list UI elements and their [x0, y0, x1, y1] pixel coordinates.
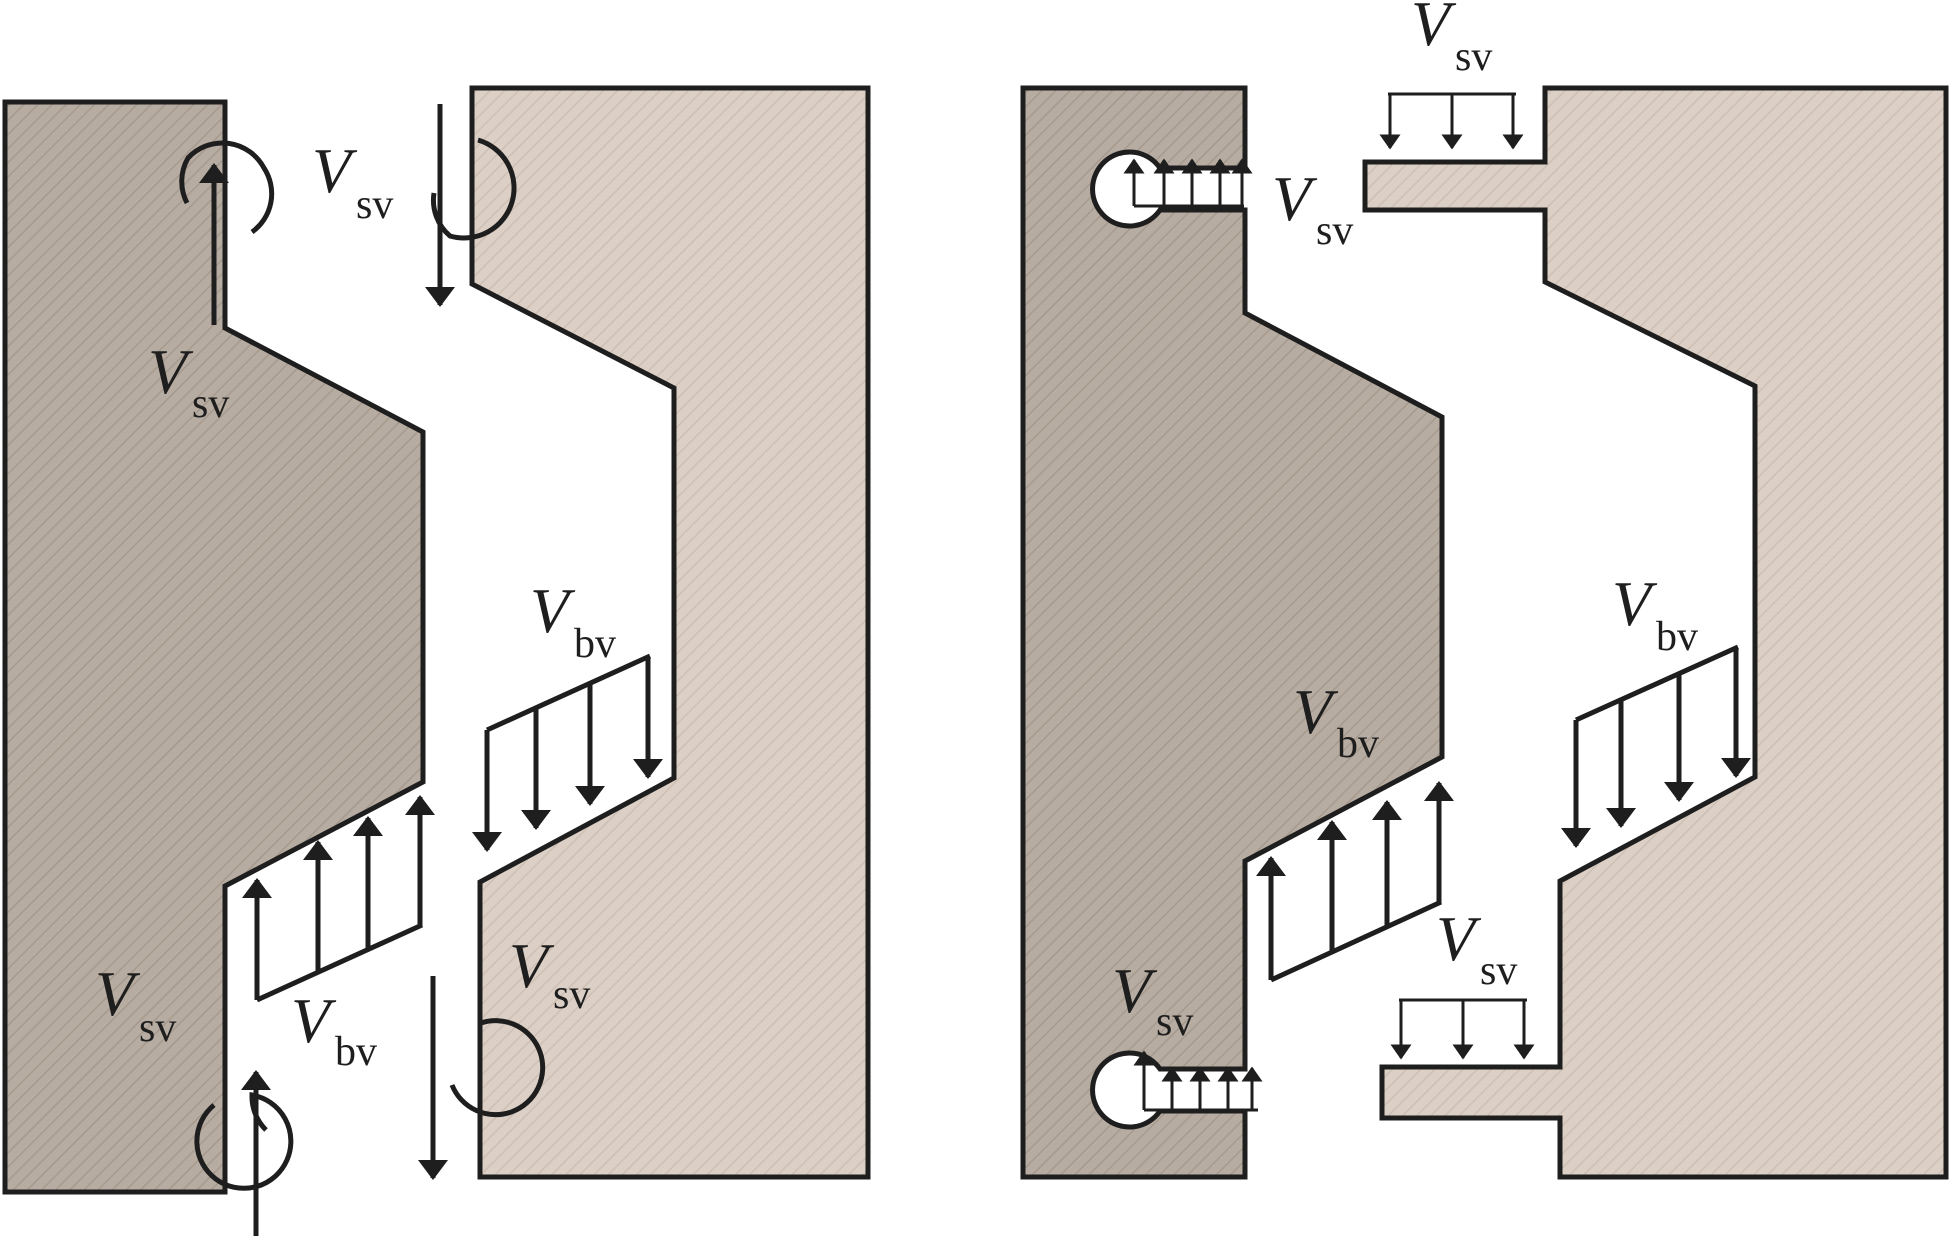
label-v-bv: V bv: [291, 985, 377, 1075]
left-stator-block: [469, 85, 871, 1180]
velocity-symbol: V: [1411, 0, 1457, 59]
label-v-sv: V sv: [509, 930, 590, 1018]
label-v-bv: V bv: [530, 575, 616, 667]
bv-arrow-group: [472, 653, 663, 853]
velocity-symbol: V: [1293, 676, 1339, 747]
velocity-subscript: sv: [1455, 34, 1492, 80]
right-stator-block: [1362, 85, 1949, 1180]
left-diagram: [2, 85, 871, 1236]
swirl-icon: [449, 1018, 546, 1118]
velocity-symbol: V: [95, 958, 141, 1029]
swirl-icon: [194, 1092, 294, 1191]
velocity-symbol: V: [509, 930, 555, 1001]
swirl-icon: [179, 140, 275, 235]
label-v-sv: V sv: [1272, 163, 1353, 254]
label-v-sv: V sv: [148, 336, 229, 427]
bv-arrow-group: [1561, 644, 1751, 849]
velocity-subscript: sv: [192, 381, 229, 427]
sv-arrow-group: [1123, 158, 1253, 208]
label-v-sv: V sv: [95, 958, 176, 1051]
velocity-subscript: sv: [139, 1005, 176, 1051]
right-rotor-block: [1020, 85, 1445, 1180]
velocity-subscript: sv: [356, 182, 393, 228]
velocity-symbol: V: [1112, 955, 1158, 1026]
velocity-subscript: sv: [1156, 999, 1193, 1045]
bv-arrow-group: [242, 794, 435, 1003]
label-v-sv: V sv: [312, 135, 393, 228]
velocity-symbol: V: [291, 985, 337, 1056]
sv-arrow-group: [1379, 92, 1524, 150]
velocity-subscript: bv: [1337, 721, 1379, 767]
velocity-symbol: V: [1272, 163, 1318, 234]
velocity-symbol: V: [1436, 903, 1482, 974]
velocity-symbol: V: [530, 575, 576, 646]
right-diagram: [1020, 85, 1949, 1180]
bv-arrow-group: [1256, 780, 1454, 983]
label-v-bv: V bv: [1293, 676, 1379, 767]
sv-arrow-group: [1133, 1050, 1263, 1112]
velocity-subscript: bv: [574, 621, 616, 667]
velocity-symbol: V: [312, 135, 358, 206]
velocity-subscript: bv: [335, 1029, 377, 1075]
velocity-symbol: V: [1612, 568, 1658, 639]
velocity-subscript: sv: [1316, 208, 1353, 254]
velocity-symbol: V: [148, 336, 194, 407]
label-v-sv: V sv: [1112, 955, 1193, 1045]
velocity-subscript: bv: [1656, 614, 1698, 660]
label-v-sv: V sv: [1436, 903, 1517, 994]
velocity-subscript: sv: [1480, 948, 1517, 994]
label-v-sv: V sv: [1411, 0, 1492, 80]
label-v-bv: V bv: [1612, 568, 1698, 660]
sv-arrow-group: [1390, 998, 1535, 1060]
velocity-subscript: sv: [553, 972, 590, 1018]
